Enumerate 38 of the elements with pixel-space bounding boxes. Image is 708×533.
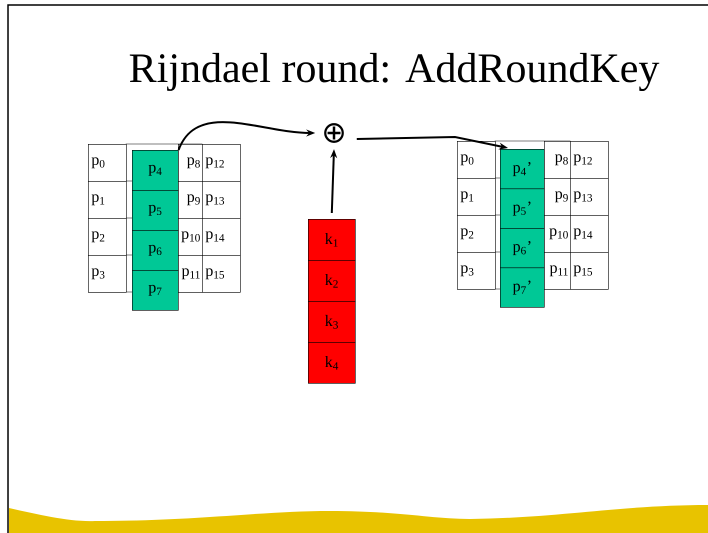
column-cell: p$_{4}$ bbox=[132, 150, 179, 191]
state-cell: p$_{9}$ bbox=[544, 178, 571, 216]
state-cell: p$_{2}$ bbox=[457, 215, 496, 253]
state-cell: p$_{13}$ bbox=[202, 181, 241, 219]
state-cell: p$_{10}$ bbox=[178, 218, 203, 256]
state-cell: p$_{8}$ bbox=[544, 141, 571, 179]
column-cell: p$_{4}$’ bbox=[500, 149, 545, 190]
state-cell: p$_{12}$ bbox=[570, 141, 609, 179]
state-cell: p$_{12}$ bbox=[202, 144, 241, 182]
state-cell: p$_{11}$ bbox=[544, 252, 571, 290]
state-cell: p$_{1}$ bbox=[457, 178, 496, 216]
state-cell: p$_{15}$ bbox=[570, 252, 609, 290]
column-cell: p$_{6}$ bbox=[132, 230, 179, 271]
state-cell: p$_{10}$ bbox=[544, 215, 571, 253]
column-cell: p$_{7}$’ bbox=[500, 268, 545, 308]
key-cell: k$_{2}$ bbox=[308, 260, 356, 302]
state-cell: p$_{9}$ bbox=[178, 181, 203, 219]
state-cell: p$_{0}$ bbox=[457, 141, 496, 179]
state-cell: p$_{15}$ bbox=[202, 255, 241, 293]
state-cell: p$_{3}$ bbox=[88, 255, 127, 293]
column-cell: p$_{6}$’ bbox=[500, 228, 545, 268]
column-cell: p$_{7}$ bbox=[132, 270, 179, 311]
column-cell: p$_{5}$’ bbox=[500, 188, 545, 229]
state-cell: p$_{14}$ bbox=[202, 218, 241, 256]
state-cell: p$_{11}$ bbox=[178, 255, 203, 293]
state-cell: p$_{14}$ bbox=[570, 215, 609, 253]
key-cell: k$_{1}$ bbox=[308, 219, 356, 261]
column-cell: p$_{5}$ bbox=[132, 190, 179, 231]
state-cell: p$_{1}$ bbox=[88, 181, 127, 219]
state-cell: p$_{0}$ bbox=[88, 144, 127, 182]
xor-symbol: ⊕ bbox=[324, 123, 344, 143]
state-cell: p$_{2}$ bbox=[88, 218, 127, 256]
slide-title: Rijndael round: AddRoundKey bbox=[130, 52, 660, 92]
state-cell: p$_{3}$ bbox=[457, 252, 496, 290]
state-cell: p$_{13}$ bbox=[570, 178, 609, 216]
key-cell: k$_{4}$ bbox=[308, 342, 356, 384]
key-cell: k$_{3}$ bbox=[308, 301, 356, 343]
state-cell: p$_{8}$ bbox=[178, 144, 203, 182]
